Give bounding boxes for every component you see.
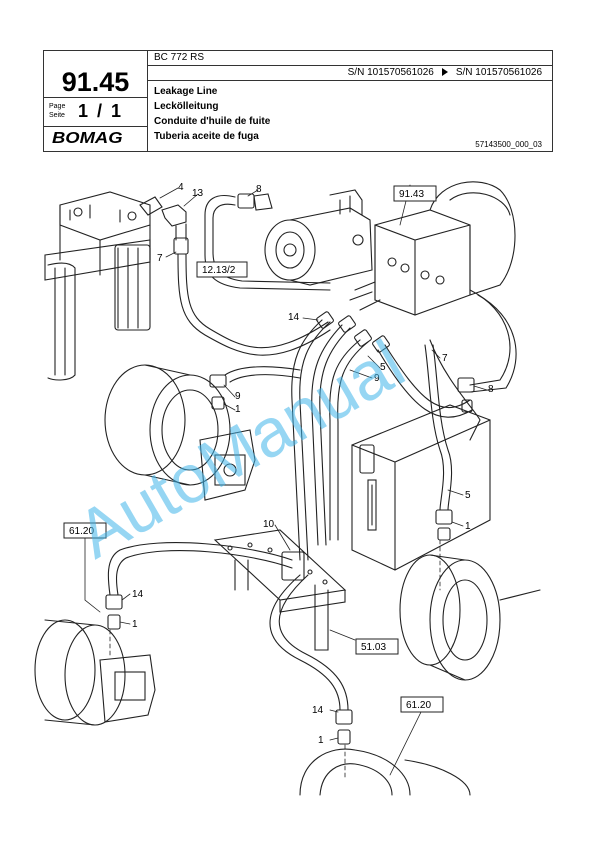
hose-7-left bbox=[177, 253, 331, 356]
callout: 1 bbox=[132, 619, 138, 630]
callout: 9 bbox=[374, 373, 380, 384]
callout: 14 bbox=[132, 589, 144, 600]
page-label-de: Seite bbox=[49, 112, 65, 119]
serial-from: S/N 101570561026 bbox=[347, 67, 434, 78]
page-label: Page Seite bbox=[49, 102, 65, 120]
title-en: Leakage Line bbox=[154, 86, 218, 97]
ref-box-91-43: 91.43 bbox=[399, 189, 424, 200]
hose-bundle bbox=[291, 311, 390, 561]
callouts: 4 13 8 7 14 9 1 5 7 8 9 5 1 10 14 1 14 1 bbox=[132, 182, 494, 746]
serial-to: S/N 101570561026 bbox=[455, 67, 542, 78]
callout: 7 bbox=[442, 353, 448, 364]
wheel-drive-lower-left bbox=[34, 619, 156, 726]
ref-box-12-13-2: 12.13/2 bbox=[202, 265, 236, 276]
hydraulic-motor bbox=[264, 189, 373, 286]
reference-boxes: 91.43 12.13/2 61.20 51.03 61.20 bbox=[63, 185, 444, 713]
model-name: BC 772 RS bbox=[154, 52, 205, 63]
callout: 8 bbox=[488, 384, 494, 395]
document-number: 57143500_000_03 bbox=[475, 140, 542, 149]
bomag-logo: BOMAG bbox=[52, 130, 123, 147]
callout: 1 bbox=[465, 521, 471, 532]
title-de: Leckölleitung bbox=[154, 101, 219, 112]
header-rule bbox=[44, 126, 147, 127]
callout: 5 bbox=[465, 490, 471, 501]
page-label-en: Page bbox=[49, 103, 66, 110]
section-number: 91.45 bbox=[61, 67, 130, 97]
callout: 5 bbox=[380, 362, 386, 373]
ref-box-61-20-left: 61.20 bbox=[69, 526, 94, 537]
wheel-drive-lower-right bbox=[399, 554, 541, 681]
wheel-drive-bottom bbox=[299, 748, 471, 796]
fitting-elbow bbox=[139, 196, 189, 255]
hose-9-right bbox=[377, 344, 473, 418]
arrow-right-icon bbox=[441, 68, 448, 77]
ref-box-51-03: 51.03 bbox=[361, 642, 386, 653]
filter-assembly bbox=[44, 191, 151, 381]
ref-box-61-20-right: 61.20 bbox=[406, 700, 431, 711]
callout: 14 bbox=[288, 312, 300, 323]
page-number: 1 / 1 bbox=[78, 101, 124, 121]
callout: 4 bbox=[178, 182, 184, 193]
serial-range: S/N 101570561026 S/N 101570561026 bbox=[348, 67, 542, 78]
callout: 9 bbox=[235, 391, 241, 402]
header-divider bbox=[147, 51, 148, 151]
control-block bbox=[349, 181, 516, 316]
title-es: Tuberia aceite de fuga bbox=[154, 131, 259, 142]
hose-7-8-right bbox=[429, 289, 517, 441]
wheel-drive-upper bbox=[104, 364, 256, 501]
title-fr: Conduite d'huile de fuite bbox=[154, 116, 271, 127]
hose-12-13 bbox=[204, 193, 331, 291]
hose-5-right bbox=[424, 344, 453, 541]
callout: 1 bbox=[318, 735, 324, 746]
header-rule bbox=[147, 80, 552, 81]
mounting-bracket bbox=[213, 529, 347, 651]
header-rule bbox=[44, 97, 147, 98]
callout: 7 bbox=[157, 253, 163, 264]
callout: 14 bbox=[312, 705, 324, 716]
hose-9-left bbox=[209, 366, 301, 410]
hose-14-bottom bbox=[269, 574, 353, 745]
callout: 10 bbox=[263, 519, 275, 530]
callout: 1 bbox=[235, 404, 241, 415]
hydraulic-tank bbox=[351, 404, 491, 571]
callout: 8 bbox=[256, 184, 262, 195]
leader-lines bbox=[84, 184, 488, 781]
callout: 13 bbox=[192, 188, 204, 199]
header-rule bbox=[147, 65, 552, 66]
